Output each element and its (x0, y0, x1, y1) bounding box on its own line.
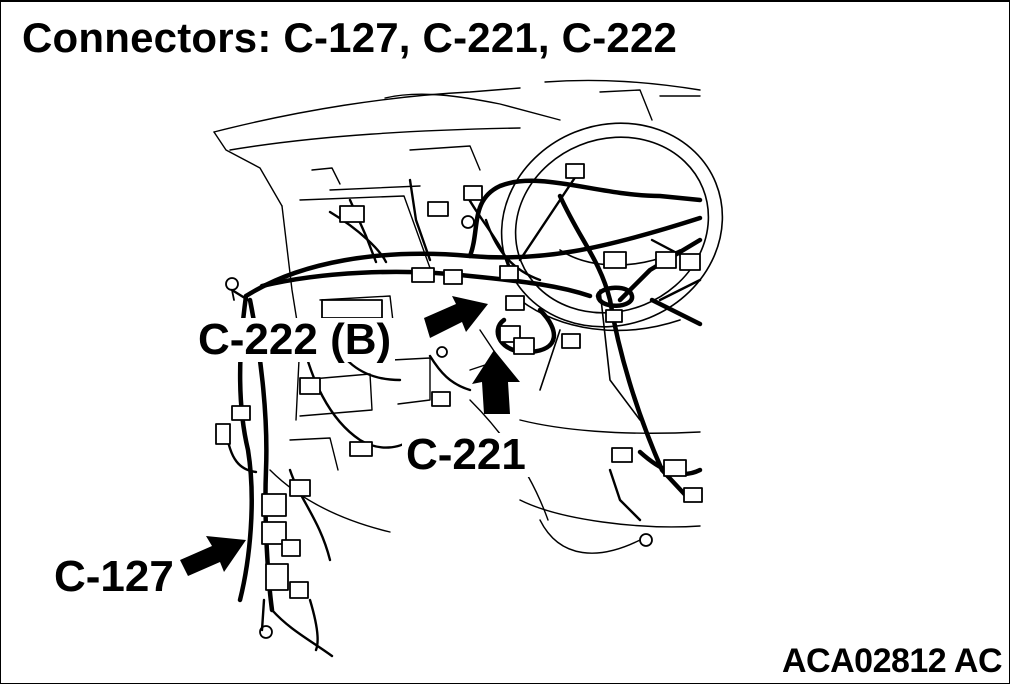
arrow-c221 (472, 350, 520, 414)
figure-code: ACA02812 AC (782, 642, 1003, 680)
figure-title: Connectors: C-127, C-221, C-222 (22, 14, 678, 61)
wire-branches (224, 168, 702, 658)
pointer-arrows (180, 296, 520, 576)
main-harness (237, 178, 703, 613)
callout-c127: C-127 (50, 555, 178, 599)
callout-c221: C-221 (402, 433, 530, 477)
arrow-c222 (424, 296, 488, 338)
dashboard-outline (213, 79, 701, 554)
connector-blocks (215, 163, 703, 599)
arrow-c127 (180, 536, 246, 576)
callout-c222: C-222 (B) (194, 318, 396, 362)
ground-terminals (225, 215, 653, 639)
